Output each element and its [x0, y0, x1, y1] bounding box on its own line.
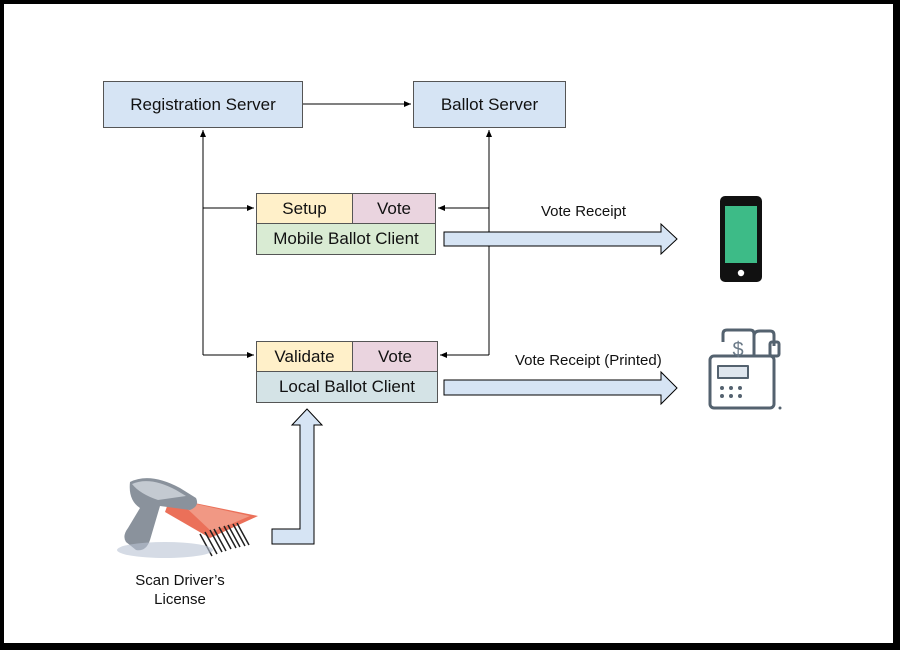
svg-text:$: $	[732, 339, 743, 361]
registration-server[interactable]: Registration Server	[103, 81, 303, 128]
mobile-ballot-client[interactable]: Mobile Ballot Client	[256, 223, 436, 255]
scan-caption-line1: Scan Driver’s	[135, 572, 225, 589]
scan-caption-line2: License	[154, 591, 206, 608]
mobile-receipt-arrow	[443, 222, 678, 256]
scanner-to-local-arrow	[271, 408, 324, 545]
local-ballot-client[interactable]: Local Ballot Client	[256, 371, 438, 403]
mobile-vote-tab[interactable]: Vote	[352, 193, 436, 224]
mobile-receipt-label: Vote Receipt	[541, 203, 627, 220]
barcode-scanner-icon	[117, 478, 258, 558]
ballot-server[interactable]: Ballot Server	[413, 81, 566, 128]
smartphone-icon	[720, 196, 762, 282]
scan-caption: Scan Driver’s License	[120, 571, 240, 609]
local-receipt-arrow	[443, 370, 678, 406]
local-receipt-label: Vote Receipt (Printed)	[515, 352, 662, 369]
local-vote-tab[interactable]: Vote	[352, 341, 438, 372]
cash-register-icon: $	[708, 328, 782, 410]
mobile-setup-tab[interactable]: Setup	[256, 193, 353, 224]
local-validate-tab[interactable]: Validate	[256, 341, 353, 372]
